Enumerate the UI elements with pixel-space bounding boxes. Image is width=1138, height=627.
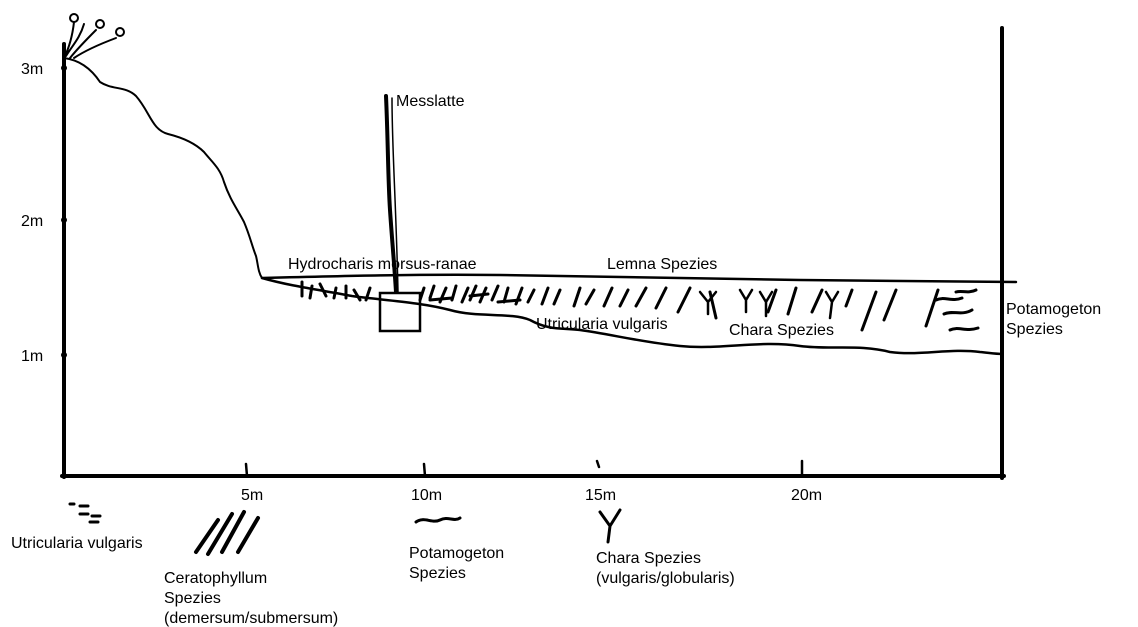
utricularia-symbol-icon: [70, 504, 100, 522]
legend-utricularia-label: Utricularia vulgaris: [11, 535, 143, 552]
y-tick-label-1m: 1m: [21, 348, 43, 365]
chara-symbol-icon: [600, 510, 620, 542]
x-tick-label-10m: 10m: [411, 487, 442, 504]
legend: Utricularia vulgaris Ceratophyllum Spezi…: [11, 504, 735, 627]
legend-ceratophyllum-label-1: Ceratophyllum: [164, 570, 267, 587]
legend-chara-label-1: Chara Spezies: [596, 550, 701, 567]
legend-utricularia: Utricularia vulgaris: [11, 504, 143, 552]
y-axis-ticks: 3m 2m 1m: [21, 61, 67, 365]
pond-potamogeton-symbols: [936, 290, 978, 330]
legend-chara-label-2: (vulgaris/globularis): [596, 570, 735, 587]
legend-ceratophyllum: Ceratophyllum Spezies (demersum/submersu…: [164, 512, 338, 627]
messlatte-label: Messlatte: [396, 93, 465, 110]
legend-chara: Chara Spezies (vulgaris/globularis): [596, 510, 735, 587]
y-tick-mark-3m: [61, 65, 67, 71]
chara-pond-label: Chara Spezies: [729, 322, 834, 339]
x-tick-mark-10m: [424, 464, 425, 476]
utricularia-pond-label: Utricularia vulgaris: [536, 316, 668, 333]
x-axis-ticks: 5m 10m 15m 20m: [241, 461, 822, 504]
y-tick-label-3m: 3m: [21, 61, 43, 78]
axes: [62, 28, 1004, 478]
hydrocharis-label: Hydrocharis morsus-ranae: [288, 256, 477, 273]
water-surface-line: [262, 275, 1016, 282]
legend-potamogeton: Potamogeton Spezies: [409, 518, 504, 582]
y-tick-mark-1m: [61, 352, 67, 358]
legend-potamogeton-label-1: Potamogeton: [409, 545, 504, 562]
legend-ceratophyllum-label-2: Spezies: [164, 590, 221, 607]
potamogeton-symbol-icon: [416, 518, 460, 522]
x-tick-mark-15m: [597, 461, 599, 467]
legend-ceratophyllum-label-3: (demersum/submersum): [164, 610, 338, 627]
x-tick-label-20m: 20m: [791, 487, 822, 504]
potamogeton-pond-label-2: Spezies: [1006, 321, 1063, 338]
x-tick-label-5m: 5m: [241, 487, 263, 504]
y-tick-label-2m: 2m: [21, 213, 43, 230]
lemna-label: Lemna Spezies: [607, 256, 717, 273]
x-tick-label-15m: 15m: [585, 487, 616, 504]
pond-chara-symbols: [700, 290, 838, 318]
measuring-pole: [380, 96, 420, 331]
ceratophyllum-symbol-icon: [196, 512, 258, 554]
x-tick-mark-5m: [246, 464, 247, 476]
y-tick-mark-2m: [61, 217, 67, 223]
potamogeton-pond-label-1: Potamogeton: [1006, 301, 1101, 318]
legend-potamogeton-label-2: Spezies: [409, 565, 466, 582]
shore-slope-line: [64, 58, 262, 278]
shore-reed-icon: [64, 14, 124, 58]
